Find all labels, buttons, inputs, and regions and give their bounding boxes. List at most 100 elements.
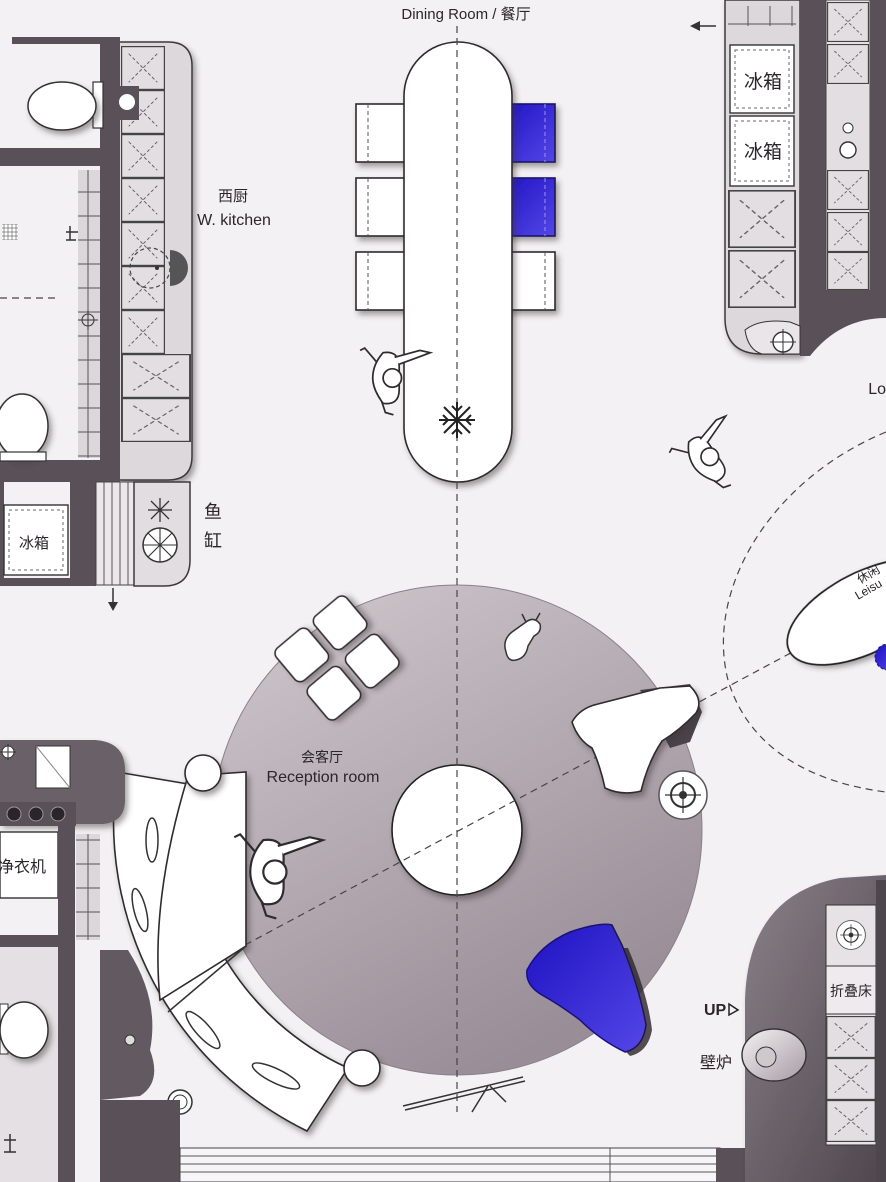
toilet-icon — [0, 1001, 49, 1059]
arrow-left-icon — [690, 21, 716, 31]
tile — [826, 1058, 876, 1100]
crosshair-icon — [0, 744, 16, 760]
counter-tiles — [728, 6, 796, 26]
wall — [800, 290, 886, 356]
arrow-down-icon — [108, 588, 118, 611]
tile — [121, 310, 165, 354]
tile — [728, 250, 796, 308]
tile — [827, 170, 869, 210]
floor-drain-icon — [2, 224, 18, 240]
floor-grille — [95, 481, 135, 586]
wall — [70, 480, 96, 585]
tile — [121, 178, 165, 222]
folding-bed-box — [825, 965, 877, 1015]
wall — [0, 578, 96, 586]
sink-icon — [839, 122, 857, 159]
faucet-icon — [66, 226, 78, 241]
pouf-cluster — [274, 595, 400, 721]
tile — [121, 46, 165, 90]
fireplace-icon — [741, 1028, 807, 1082]
dining-room-label: Dining Room / 餐厅 — [401, 6, 530, 23]
tile — [827, 252, 869, 290]
crosshair-icon — [78, 310, 98, 330]
tile — [121, 398, 191, 442]
fridge-top-2 — [729, 115, 795, 187]
wall — [12, 37, 120, 44]
folding-bed-label: 折叠床 — [830, 983, 872, 999]
fish-tank-label: 缸 — [204, 530, 222, 551]
plant-icon — [148, 498, 172, 522]
tile — [827, 2, 869, 42]
stool — [184, 754, 222, 792]
toilet-icon — [27, 81, 104, 131]
fireplace-block — [741, 875, 886, 1182]
knob-icon — [50, 806, 66, 822]
west-kitchen-block — [0, 37, 193, 611]
wall — [0, 480, 4, 580]
fan-icon — [142, 527, 178, 563]
side-table-accent — [874, 643, 886, 671]
cushion — [145, 817, 159, 863]
stool — [343, 1049, 381, 1087]
dog-icon — [504, 612, 542, 662]
tile — [121, 134, 165, 178]
wall — [0, 148, 100, 166]
tile — [827, 212, 869, 252]
reception-label-en: Reception room — [267, 769, 380, 786]
target-light-icon — [835, 919, 867, 951]
reception-label-cn: 会客厅 — [301, 749, 343, 765]
tile — [121, 266, 165, 310]
diagonal-axis-line — [244, 601, 886, 946]
floor-lamp-icon — [402, 1076, 526, 1113]
armchair — [571, 684, 702, 794]
toilet-icon — [0, 393, 49, 462]
wall-tiles — [76, 834, 100, 940]
wall — [870, 0, 886, 300]
leisure-daybed — [786, 558, 886, 666]
knob-icon — [28, 806, 44, 822]
sink-icon — [129, 247, 188, 289]
wall — [100, 1100, 180, 1182]
fish-tank-label: 鱼 — [204, 502, 222, 522]
fridge-top-1 — [729, 44, 795, 114]
bath-floor — [0, 947, 58, 1182]
wall — [0, 460, 118, 482]
accent-lounge-chair — [526, 923, 652, 1056]
wall — [0, 935, 75, 947]
sofa-seam — [167, 945, 247, 1013]
tile — [826, 1100, 876, 1142]
laundry-label: 净衣机 — [0, 858, 46, 876]
tile — [728, 190, 796, 248]
west-kitchen-label-en: W. kitchen — [197, 212, 271, 229]
wall — [800, 0, 826, 300]
east-kitchen-block — [724, 0, 886, 356]
west-kitchen-label-cn: 西厨 — [218, 188, 248, 205]
fridge-label: 冰箱 — [19, 535, 49, 552]
faucet-icon — [4, 1134, 16, 1153]
crosshair-icon — [770, 329, 796, 355]
tile — [121, 354, 191, 398]
wall — [58, 826, 75, 1182]
dining-table — [403, 41, 513, 483]
wall — [100, 42, 120, 482]
tile — [827, 44, 869, 84]
fridge-label: 冰箱 — [744, 141, 782, 163]
knob-icon — [6, 806, 22, 822]
dining-set — [355, 41, 556, 483]
cushion — [251, 1062, 301, 1090]
lounge-label: Lo — [868, 381, 886, 398]
target-light-icon — [658, 770, 708, 820]
person-figure-icon — [667, 411, 761, 505]
stairs-up-arrow-icon — [728, 1002, 740, 1017]
vanity-panel — [100, 950, 155, 1100]
leisure-zone-boundary — [722, 431, 886, 793]
cushion — [185, 1010, 221, 1050]
sofa-cushions — [131, 817, 301, 1090]
snowflake-icon — [439, 402, 475, 438]
window-wall — [179, 1147, 756, 1182]
fireplace-label: 壁炉 — [700, 1053, 732, 1072]
cushion — [131, 887, 149, 933]
fridge-left — [3, 504, 69, 576]
fridge-label: 冰箱 — [744, 71, 782, 93]
